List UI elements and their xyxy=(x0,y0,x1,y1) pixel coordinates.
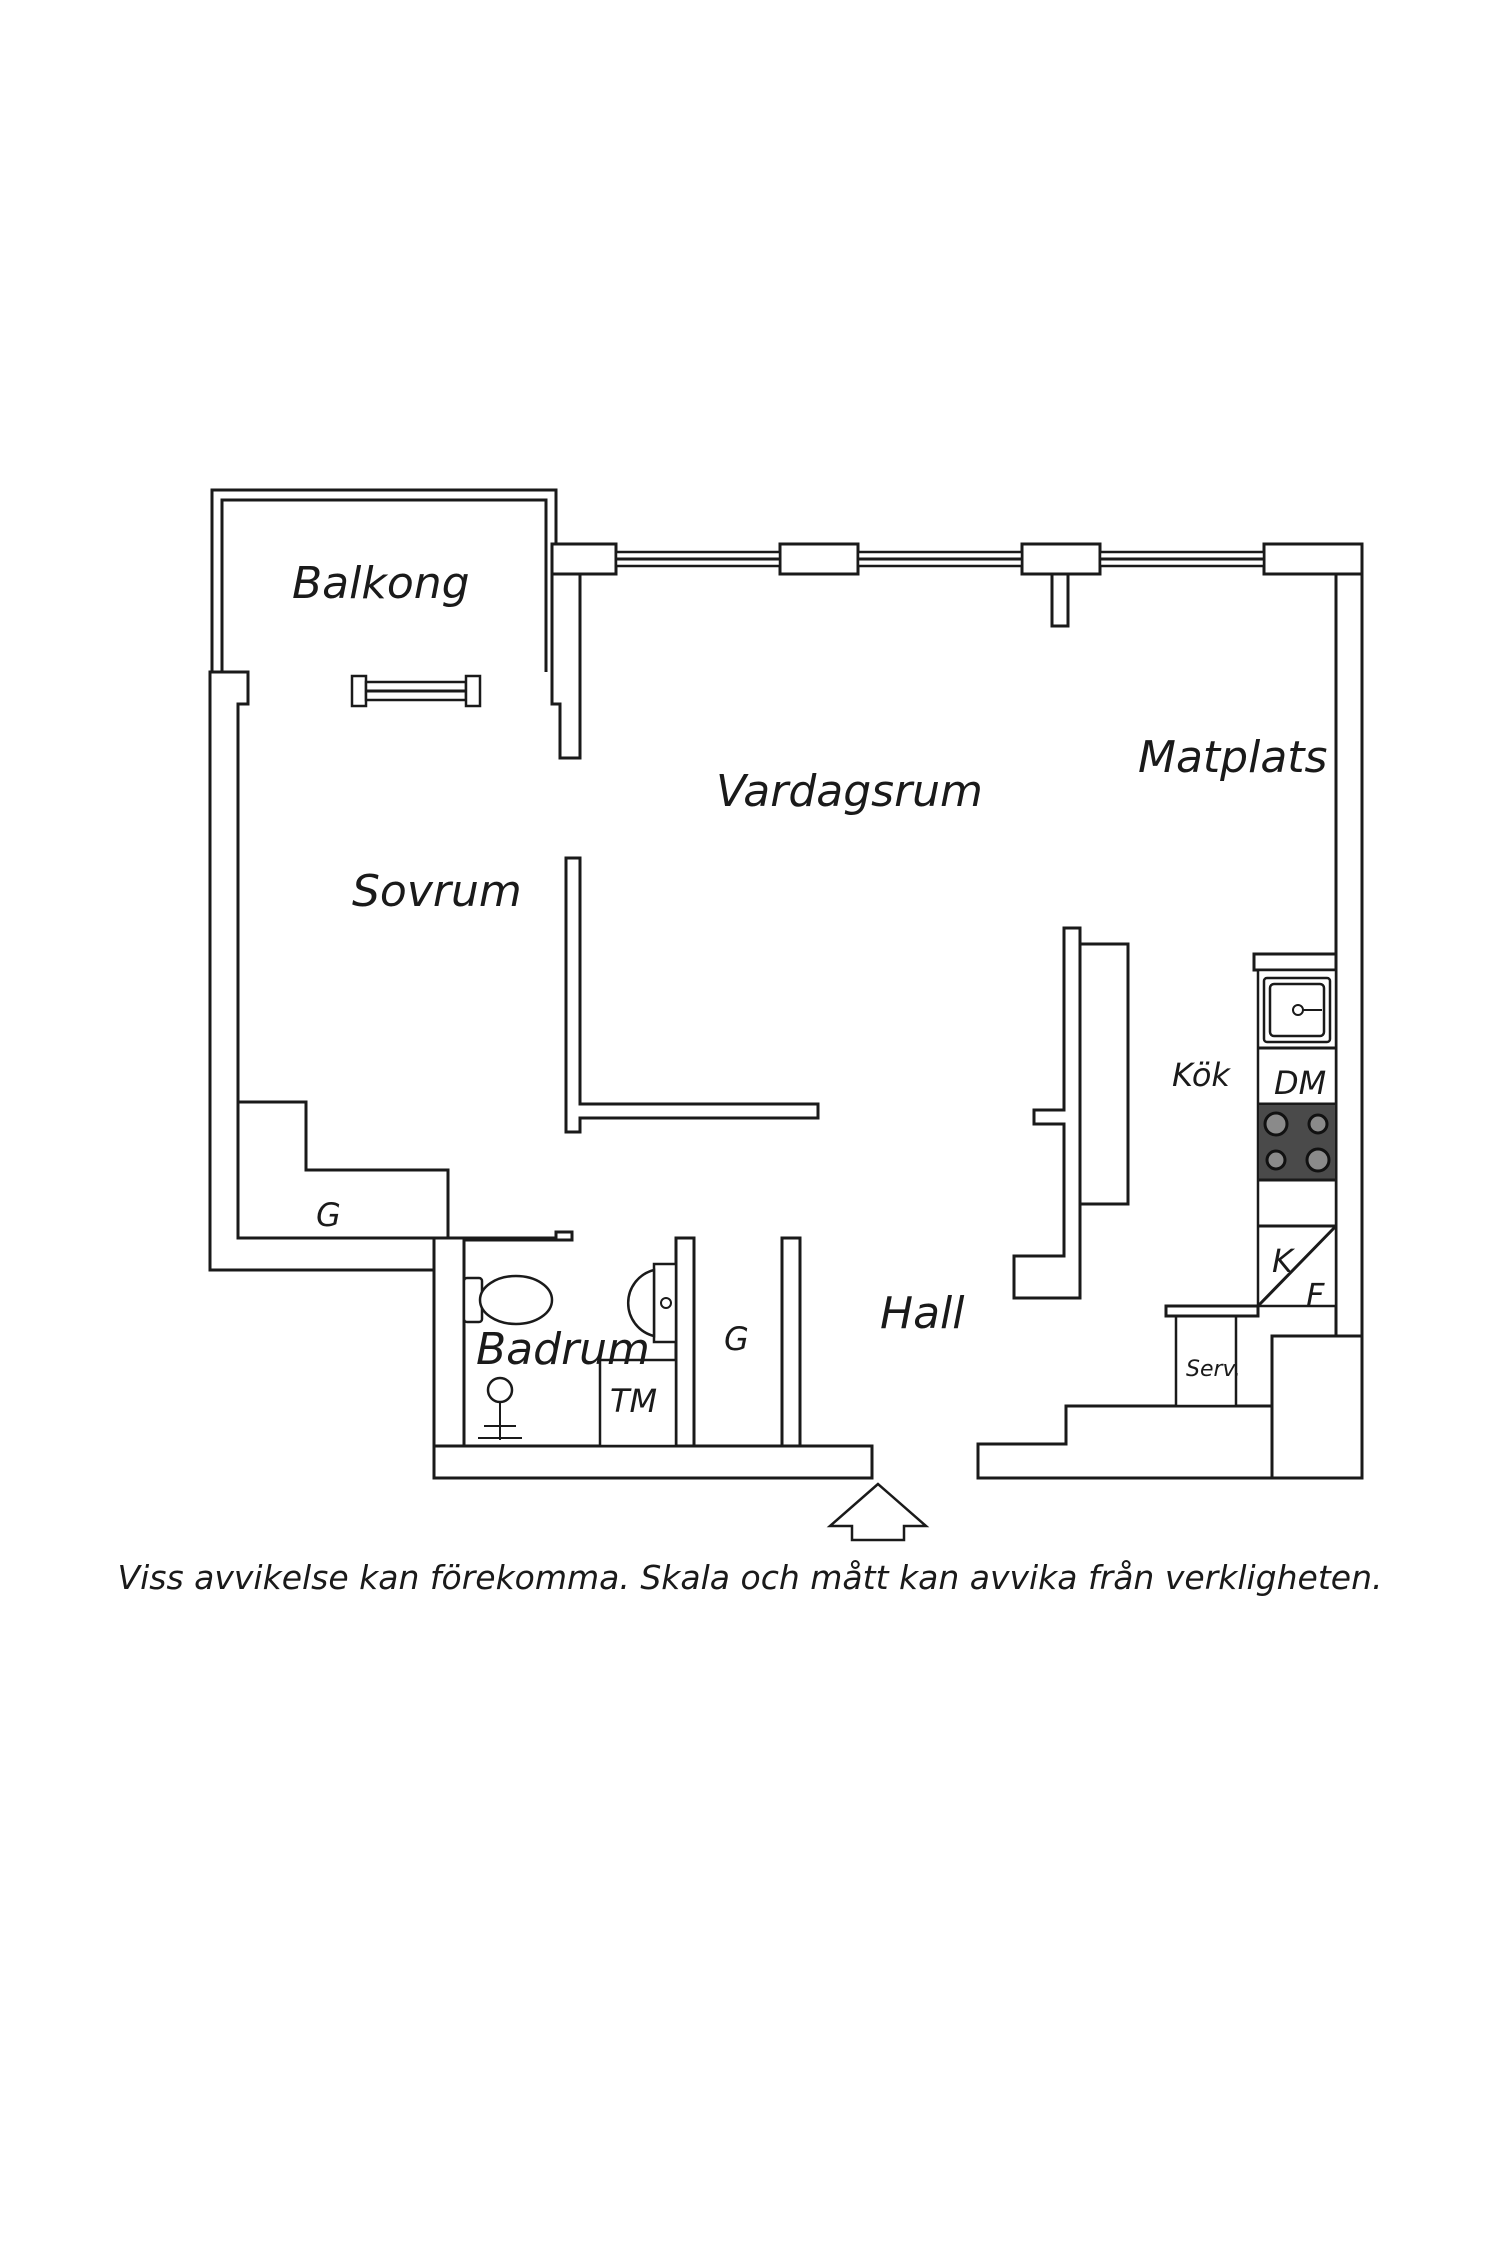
label-living-room: Vardagsrum xyxy=(716,766,983,817)
shower-icon xyxy=(478,1376,522,1440)
outer-walls xyxy=(208,542,1364,1480)
label-bathroom: Badrum xyxy=(476,1324,650,1375)
washing-machine-box xyxy=(598,1358,678,1448)
disclaimer-text: Viss avvikelse kan förekomma. Skala och … xyxy=(117,1558,1383,1597)
bedroom-wardrobe xyxy=(238,1100,450,1238)
label-service: Serv. xyxy=(1186,1357,1241,1382)
label-freezer: F xyxy=(1306,1276,1325,1314)
label-fridge: K xyxy=(1272,1242,1296,1280)
stove-icon xyxy=(1257,1103,1337,1181)
kitchen-sink-icon xyxy=(1262,976,1332,1044)
toilet-icon xyxy=(462,1274,554,1326)
label-wardrobe-bedroom: G xyxy=(316,1196,341,1234)
windows xyxy=(350,550,1266,708)
label-dining: Matplats xyxy=(1138,732,1327,783)
label-kitchen: Kök xyxy=(1172,1056,1231,1094)
label-washing-machine: TM xyxy=(610,1382,657,1420)
entrance-arrow-icon xyxy=(826,1482,930,1542)
label-dishwasher: DM xyxy=(1274,1064,1326,1102)
label-balcony: Balkong xyxy=(292,558,470,609)
label-bedroom: Sovrum xyxy=(352,866,522,917)
kitchen-fixtures xyxy=(1164,952,1338,1408)
bathroom-fixtures xyxy=(462,1262,678,1448)
label-wardrobe-hall: G xyxy=(724,1320,749,1358)
label-hall: Hall xyxy=(880,1288,965,1339)
interior-walls xyxy=(432,856,1130,1448)
bathroom-sink-icon xyxy=(627,1262,678,1344)
